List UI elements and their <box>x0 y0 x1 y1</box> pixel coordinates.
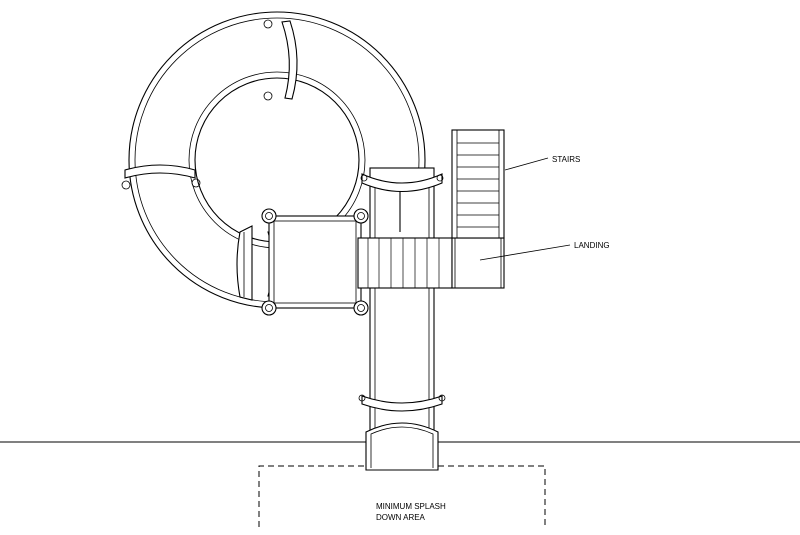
splash-area-label-line2: DOWN AREA <box>376 513 426 522</box>
landing <box>451 237 505 289</box>
landing-leader-line <box>479 244 571 261</box>
stairs-label: STAIRS <box>552 155 580 164</box>
lower-stair-run <box>357 237 453 289</box>
curve-joint-top <box>263 19 298 101</box>
bottom-support-band <box>358 394 446 412</box>
slide-exit <box>365 422 439 471</box>
stairs-leader-line <box>504 157 549 171</box>
landing-label: LANDING <box>574 241 610 250</box>
slide-joint-band <box>360 173 444 193</box>
deck-platform <box>261 208 369 316</box>
curve-joint-left <box>121 164 201 190</box>
splash-area-label-line1: MINIMUM SPLASH <box>376 502 446 511</box>
upper-stairs <box>451 129 505 239</box>
